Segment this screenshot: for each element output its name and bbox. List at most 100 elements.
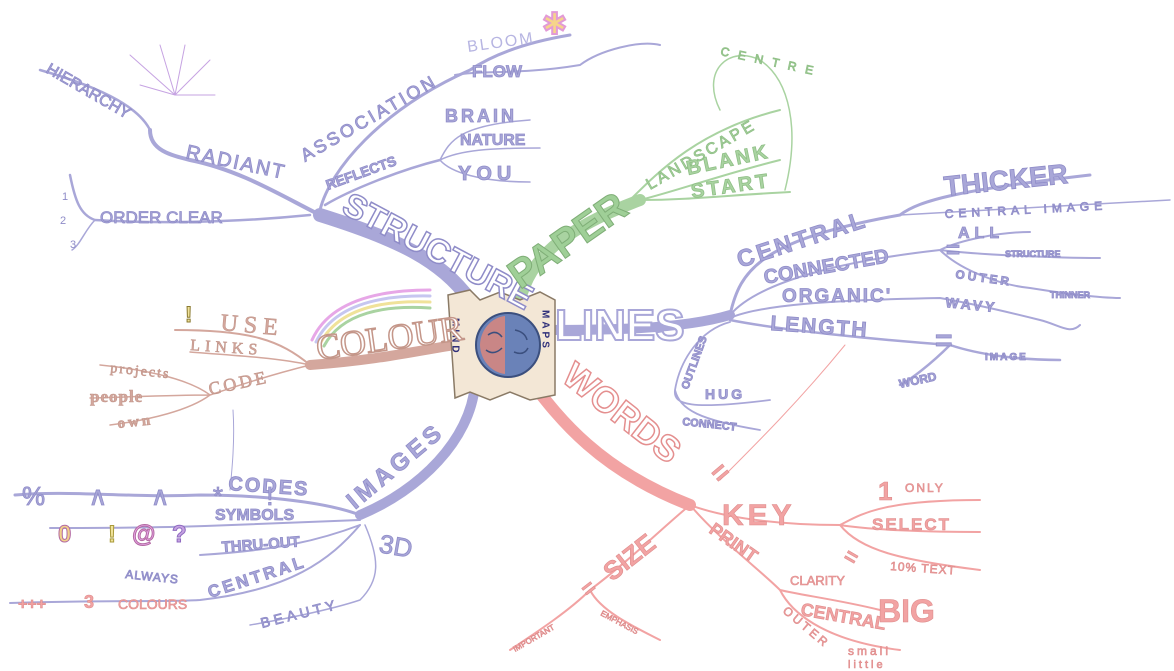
lines-outlines xyxy=(674,321,771,431)
images-codes xyxy=(13,491,362,517)
structure-to-radiant xyxy=(148,128,322,217)
paper-label: PAPER xyxy=(500,184,636,297)
words-size xyxy=(509,504,691,651)
nature-label: NATURE xyxy=(460,132,526,149)
number-3: 3 xyxy=(70,239,76,251)
code-label: CODE xyxy=(207,367,271,399)
images-beauty xyxy=(249,524,377,626)
association-label: ASSOCIATION xyxy=(297,71,441,166)
rainbow-stroke-2 xyxy=(314,294,432,344)
three-label: 3 xyxy=(84,592,94,612)
central-image-label: CENTRAL IMAGE xyxy=(944,199,1107,221)
colour-use xyxy=(174,329,311,366)
own-label: own xyxy=(117,412,154,432)
hierarchy-label: HIERARCHY xyxy=(43,61,133,123)
branch-lines xyxy=(9,33,1171,651)
reflects-fan xyxy=(439,119,541,183)
connect-label: CONNECT xyxy=(682,416,738,434)
wavy-label: WAVY xyxy=(945,294,999,315)
lines-label: LINES xyxy=(555,301,685,350)
images-central xyxy=(9,524,361,604)
small-label: small xyxy=(848,644,891,658)
links-label: LINKS xyxy=(190,337,263,359)
big-label: BIG xyxy=(878,593,935,629)
projects-label: projects xyxy=(110,361,172,382)
order-line xyxy=(68,173,312,224)
colour-code xyxy=(89,364,311,426)
words-print xyxy=(689,504,901,651)
words-label: WORDS xyxy=(555,354,689,471)
word-label: WORD xyxy=(898,369,938,391)
size-equals: = xyxy=(840,543,864,571)
bloom-label: BLOOM xyxy=(466,30,536,56)
emphasis-label: EMPHASIS xyxy=(599,609,640,636)
images-trunk xyxy=(355,380,480,520)
lines-central-image xyxy=(899,199,1171,216)
structure-small-label: STRUCTURE xyxy=(1005,249,1061,259)
only-label: ONLY xyxy=(905,481,945,495)
color-fan xyxy=(129,44,216,96)
one-label: 1 xyxy=(878,476,892,506)
brain-left-lobe xyxy=(480,316,505,374)
hug-label: HUG xyxy=(705,386,745,402)
use-icon: ! xyxy=(185,302,192,327)
thinner-label: THINNER xyxy=(1050,290,1090,300)
colour-trunk xyxy=(305,340,460,370)
brain-folds xyxy=(485,329,529,355)
symbol-exclaim: ! xyxy=(108,521,116,548)
plus-label: +++ xyxy=(18,596,46,613)
key-label: KEY xyxy=(722,499,796,532)
bloom-flower: ✱ xyxy=(542,8,567,41)
order-clear-label: ORDER CLEAR xyxy=(100,208,223,227)
reflects-line xyxy=(323,158,442,207)
lines-length xyxy=(728,318,1062,387)
colour-branch: COLOUR ! USE LINKS CODE projects people … xyxy=(90,302,467,433)
beauty-label: BEAUTY xyxy=(259,596,341,631)
centre-label: CENTRE xyxy=(719,44,823,79)
images-symbols xyxy=(49,519,361,529)
hierarchy-line xyxy=(38,68,152,132)
rainbow-stroke-1 xyxy=(310,288,432,342)
number-1: 1 xyxy=(62,191,68,203)
paper-trunk xyxy=(514,194,646,306)
clarity-label: CLARITY xyxy=(790,573,845,588)
you-label: YOU xyxy=(458,163,516,185)
length-label: LENGTH xyxy=(770,312,870,342)
images-thruout xyxy=(199,524,361,556)
all-equals: = xyxy=(946,237,960,264)
number-2: 2 xyxy=(60,215,66,227)
rainbow-stroke-3 xyxy=(318,300,432,346)
use-label: USE xyxy=(219,310,284,341)
three-d-label: 3D xyxy=(377,528,415,563)
rainbow-stroke-4 xyxy=(322,305,432,348)
lines-trunk xyxy=(540,310,735,335)
important-label: IMPORTANT xyxy=(512,623,557,654)
thru-out-label: THRU-OUT xyxy=(221,534,300,556)
symbol-question: ? xyxy=(172,521,187,548)
association-line xyxy=(318,33,572,212)
paper-blank-line xyxy=(639,159,791,201)
paper-centre-loop xyxy=(712,54,793,191)
image-label: IMAGE xyxy=(985,352,1028,363)
thicker-label: THICKER xyxy=(942,158,1069,202)
always-label: ALWAYS xyxy=(125,567,180,587)
central-image: MIND MAPS xyxy=(447,289,556,401)
symbol-zero: 0 xyxy=(58,521,71,548)
people-label: people xyxy=(90,387,143,406)
all-label: ALL xyxy=(958,225,1004,242)
lines-organic xyxy=(729,296,1081,331)
flow-label: FLOW xyxy=(472,62,523,81)
structure-trunk xyxy=(313,208,477,307)
organic-label: ORGANIC' xyxy=(782,286,892,307)
select-label: SELECT xyxy=(872,515,951,534)
order-numbers-line xyxy=(71,219,96,251)
structure-branch: STRUCTURE RADIANT HIERARCHY ORDER CLEAR … xyxy=(43,8,568,319)
little-label: little xyxy=(848,659,886,671)
brain-label: BRAIN xyxy=(445,106,517,126)
outer-label: OUTER xyxy=(955,267,1013,289)
pct-text-label: 10% TEXT xyxy=(890,559,957,578)
words-key xyxy=(689,499,981,571)
code-marks: % ∧ ∧ * ! xyxy=(22,481,291,511)
words-equals: = xyxy=(704,455,736,489)
